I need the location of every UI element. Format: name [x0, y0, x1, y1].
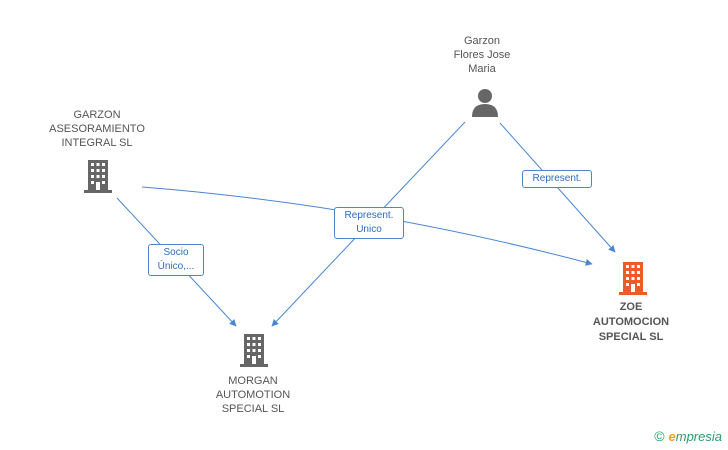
edge-label-socio-unico[interactable]: Socio Único,... [148, 244, 204, 276]
copyright-symbol: © [654, 428, 665, 444]
footer-brand: © empresia [654, 428, 722, 444]
building-icon[interactable] [84, 160, 112, 193]
edge-label-represent[interactable]: Represent. [522, 170, 592, 188]
building-icon[interactable] [240, 334, 268, 367]
person-icon[interactable] [472, 89, 498, 117]
building-icon-highlight[interactable] [619, 262, 647, 295]
brand-name: mpresia [675, 428, 722, 444]
edge-label-represent-unico[interactable]: Represent. Unico [334, 207, 404, 239]
brand-logo: empresia [669, 429, 722, 444]
node-label-garzon-asesoramiento[interactable]: GARZON ASESORAMIENTO INTEGRAL SL [49, 109, 145, 149]
node-label-zoe-automocion[interactable]: ZOE AUTOMOCION SPECIAL SL [592, 301, 670, 343]
node-label-garzon-flores[interactable]: Garzon Flores Jose Maria [453, 35, 511, 75]
node-label-morgan-automotion[interactable]: MORGAN AUTOMOTION SPECIAL SL [215, 375, 291, 415]
brand-initial: e [668, 428, 676, 444]
